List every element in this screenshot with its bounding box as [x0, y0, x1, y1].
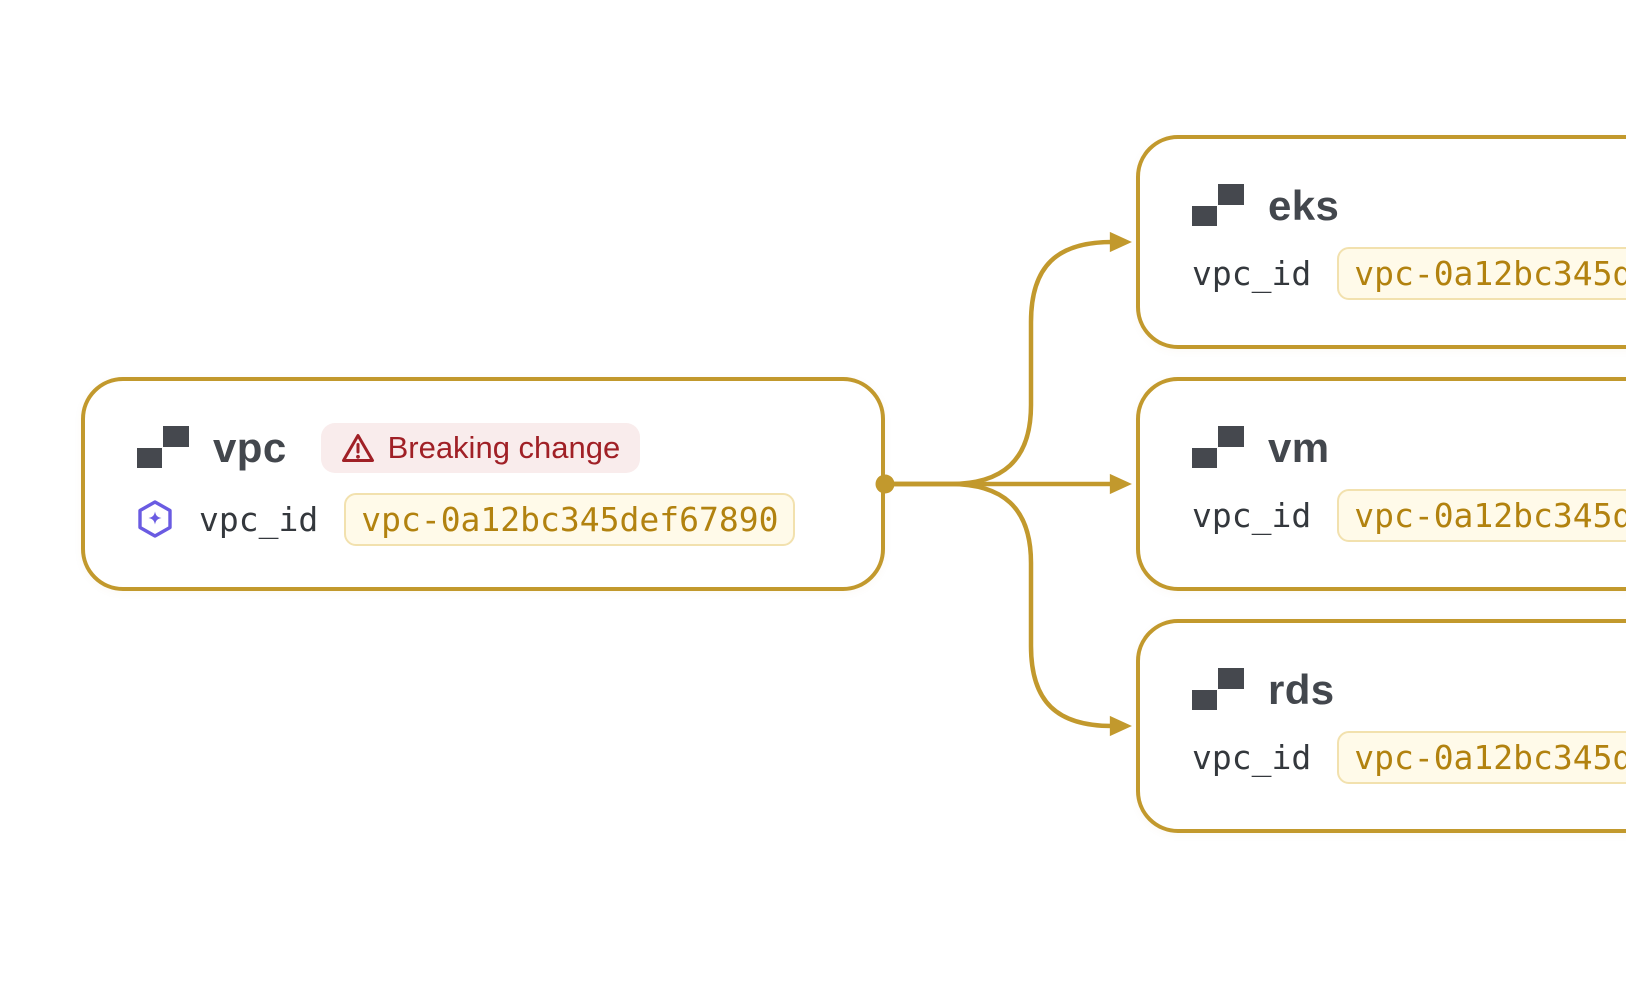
node-vpc[interactable]: vpc Breaking change vpc_id vpc-0a12bc345… [81, 377, 885, 591]
edge-vpc-rds[interactable] [885, 481, 1132, 737]
node-eks[interactable]: eks vpc_id vpc-0a12bc345def67890 [1136, 135, 1626, 349]
attribute-name: vpc_id [1192, 254, 1312, 293]
attribute-name: vpc_id [1192, 496, 1312, 535]
node-title: vpc [213, 423, 287, 471]
attribute-value-chip: vpc-0a12bc345def67890 [1337, 247, 1626, 300]
blocks-icon [1192, 668, 1244, 710]
blocks-icon [137, 426, 189, 468]
attribute-value-chip: vpc-0a12bc345def67890 [344, 492, 796, 546]
hexagon-sparkle-icon [138, 500, 172, 538]
node-title: eks [1268, 181, 1340, 229]
attribute-name: vpc_id [1192, 738, 1312, 777]
node-vm[interactable]: vm vpc_id vpc-0a12bc345def67890 [1136, 377, 1626, 591]
warning-triangle-icon [341, 433, 374, 462]
blocks-icon [1192, 184, 1244, 226]
node-title: vm [1268, 423, 1330, 471]
node-title: rds [1268, 665, 1335, 713]
node-rds[interactable]: rds vpc_id vpc-0a12bc345def67890 [1136, 619, 1626, 833]
attribute-name: vpc_id [199, 499, 319, 539]
breaking-change-badge: Breaking change [320, 422, 641, 473]
attribute-value-chip: vpc-0a12bc345def67890 [1337, 489, 1626, 542]
attribute-value-chip: vpc-0a12bc345def67890 [1337, 731, 1626, 784]
blocks-icon [1192, 426, 1244, 468]
edge-vpc-eks[interactable] [885, 231, 1132, 487]
badge-label: Breaking change [387, 430, 621, 465]
